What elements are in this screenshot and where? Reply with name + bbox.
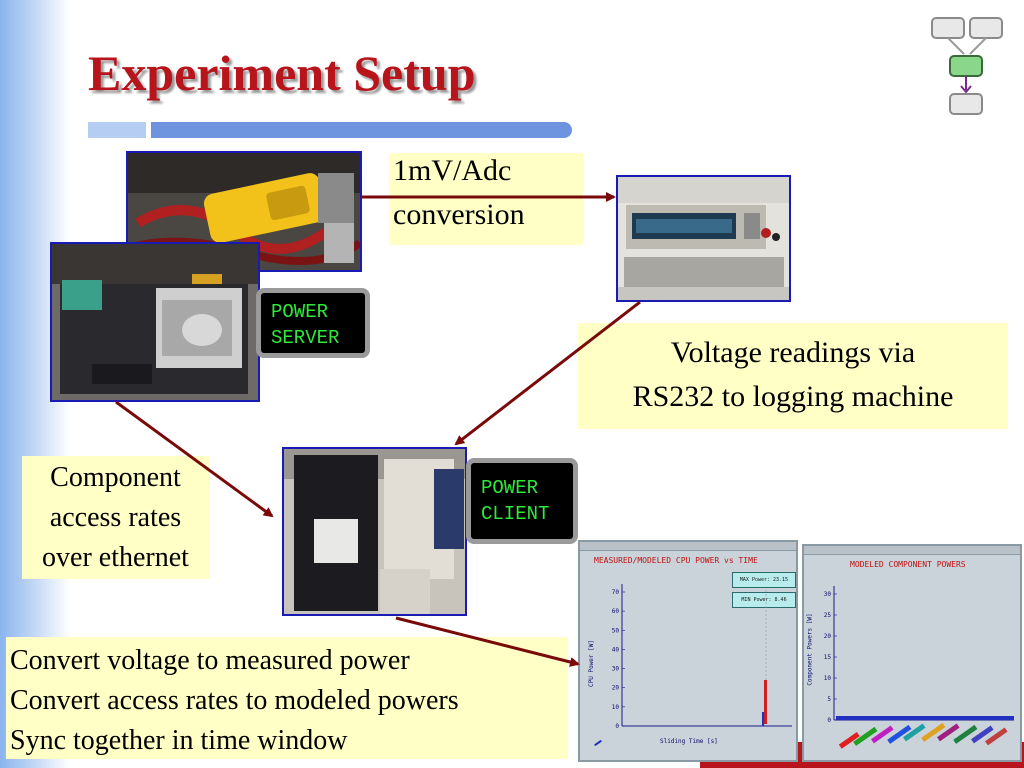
y-tick-label: 30 bbox=[824, 591, 831, 598]
y-tick-label: 20 bbox=[824, 633, 831, 640]
cpu-chart-corner-mark bbox=[594, 739, 602, 747]
conversion-note-line-2: conversion bbox=[393, 198, 525, 231]
y-tick-label: 10 bbox=[824, 675, 831, 682]
processing-steps-note: Convert voltage to measured power Conver… bbox=[6, 637, 568, 759]
step-line-3: Sync together in time window bbox=[10, 725, 348, 756]
cpu-chart-plot: 70 60 50 40 30 20 10 0 bbox=[612, 584, 792, 730]
component-note-line-2: access rates bbox=[49, 502, 182, 533]
step-line-2: Convert access rates to modeled powers bbox=[10, 685, 459, 716]
power-client-label: POWER CLIENT bbox=[466, 458, 578, 544]
cpu-chart-ylabel: CPU Power [W] bbox=[587, 640, 595, 687]
window-titlebar bbox=[580, 542, 796, 551]
component-access-note: Component access rates over ethernet bbox=[22, 456, 209, 579]
flow-diagram-icon bbox=[931, 17, 1003, 115]
voltage-note-line-1: Voltage readings via bbox=[670, 336, 916, 369]
component-chart-plot: 30 25 20 15 10 5 0 bbox=[824, 586, 1014, 749]
power-server-photo bbox=[50, 242, 260, 402]
y-tick-label: 50 bbox=[612, 627, 620, 634]
y-tick-label: 0 bbox=[615, 723, 619, 730]
component-note-line-3: over ethernet bbox=[42, 542, 189, 573]
component-power-chart-window: MODELED COMPONENT POWERS Component Power… bbox=[802, 544, 1022, 762]
title-underline bbox=[88, 122, 572, 138]
multimeter-photo bbox=[616, 175, 791, 302]
cpu-power-chart-window: MEASURED/MODELED CPU POWER vs TIME MAX P… bbox=[578, 540, 798, 762]
y-tick-label: 5 bbox=[827, 696, 831, 703]
cpu-chart-legend-min: MIN Power: 8.46 bbox=[732, 592, 796, 608]
voltage-note-line-2: RS232 to logging machine bbox=[632, 380, 954, 413]
voltage-readings-note: Voltage readings via RS232 to logging ma… bbox=[578, 323, 1008, 429]
step-line-1: Convert voltage to measured power bbox=[10, 645, 410, 676]
power-client-photo bbox=[282, 447, 467, 616]
y-tick-label: 30 bbox=[612, 666, 620, 673]
component-note-line-1: Component bbox=[50, 462, 181, 493]
cpu-chart-title: MEASURED/MODELED CPU POWER vs TIME bbox=[594, 556, 758, 565]
conversion-note-line-1: 1mV/Adc bbox=[393, 154, 512, 187]
cpu-chart-xlabel: Sliding Time [s] bbox=[660, 738, 718, 745]
y-tick-label: 20 bbox=[612, 685, 620, 692]
y-tick-label: 25 bbox=[824, 612, 831, 619]
power-server-label: POWER SERVER bbox=[256, 288, 370, 358]
component-chart-ylabel: Component Powers [W] bbox=[806, 613, 814, 686]
conversion-note: 1mV/Adc conversion bbox=[389, 153, 583, 245]
y-tick-label: 10 bbox=[612, 704, 620, 711]
y-tick-label: 15 bbox=[824, 654, 831, 661]
window-titlebar bbox=[804, 546, 1020, 555]
y-tick-label: 0 bbox=[827, 717, 831, 724]
y-tick-label: 40 bbox=[612, 646, 620, 653]
y-tick-label: 70 bbox=[612, 589, 620, 596]
y-tick-label: 60 bbox=[612, 608, 620, 615]
slide-title: Experiment Setup bbox=[88, 45, 476, 101]
component-legend-labels bbox=[838, 722, 1008, 749]
component-chart-title: MODELED COMPONENT POWERS bbox=[850, 560, 966, 569]
cpu-chart-legend-max: MAX Power: 23.15 bbox=[732, 572, 796, 588]
